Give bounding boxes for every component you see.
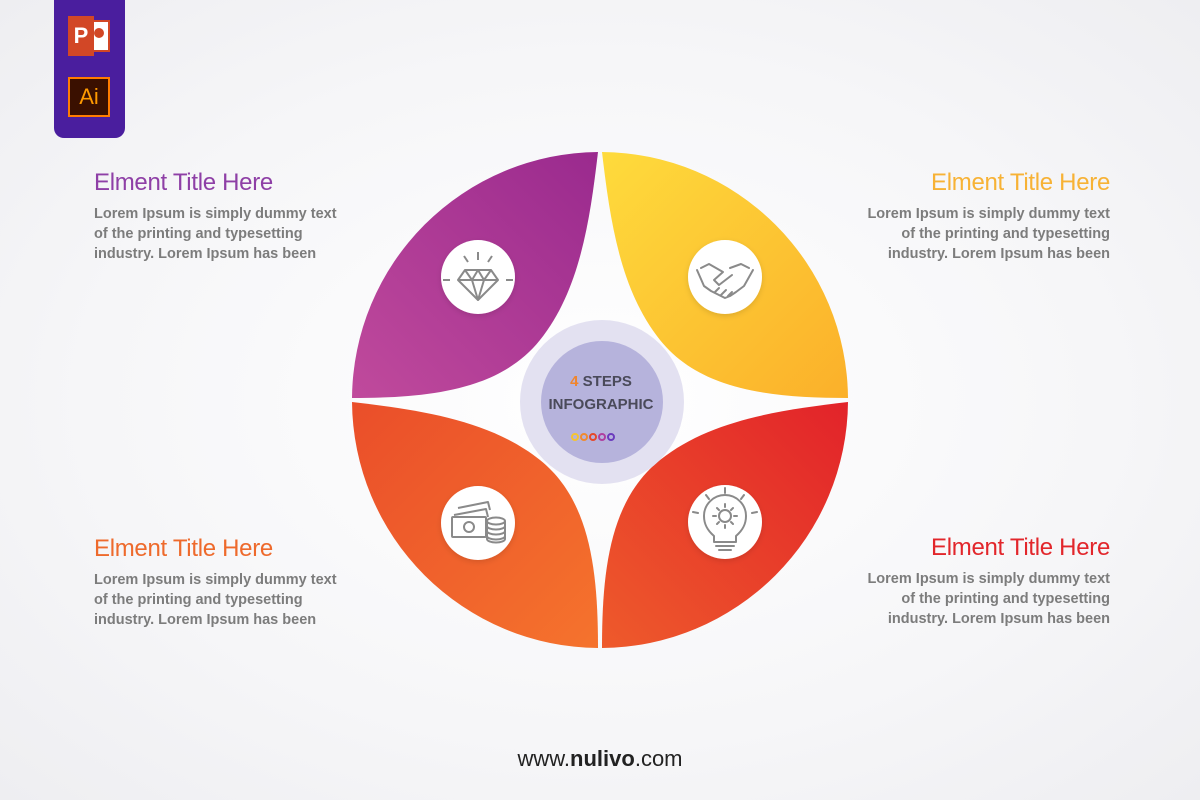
footer-prefix: www. xyxy=(517,746,571,771)
step-3-title: Elment Title Here xyxy=(94,535,273,562)
center-line1: STEPS xyxy=(582,373,632,390)
step-3-text: Lorem Ipsum is simply dummy text of the … xyxy=(94,572,337,628)
center-line2: INFOGRAPHIC xyxy=(548,396,654,413)
illustrator-icon: Ai xyxy=(68,77,110,117)
four-steps-diagram xyxy=(352,152,848,648)
step-1-block: Elment Title Here Lorem Ipsum is simply … xyxy=(94,168,354,264)
step-2-icon-circle xyxy=(688,240,762,314)
step-2-block: Elment Title Here Lorem Ipsum is simply … xyxy=(850,168,1110,264)
center-dot-3 xyxy=(589,433,597,441)
center-label: 4 STEPS INFOGRAPHIC xyxy=(522,370,680,416)
money-icon xyxy=(451,501,506,544)
footer-brand: nulivo xyxy=(570,746,635,771)
lightbulb-gear-icon xyxy=(692,487,758,551)
center-dot-2 xyxy=(580,433,588,441)
powerpoint-icon: P xyxy=(68,16,110,56)
powerpoint-icon-label: P xyxy=(68,16,94,56)
app-badge-panel: P Ai xyxy=(54,0,125,138)
center-dot-4 xyxy=(598,433,606,441)
step-4-block: Elment Title Here Lorem Ipsum is simply … xyxy=(850,533,1110,629)
diamond-icon xyxy=(443,252,513,301)
footer-url: www.nulivo.com xyxy=(0,746,1200,772)
handshake-icon xyxy=(696,263,754,299)
step-2-text: Lorem Ipsum is simply dummy text of the … xyxy=(867,206,1110,262)
step-3-block: Elment Title Here Lorem Ipsum is simply … xyxy=(94,534,354,630)
center-inner-disc xyxy=(541,341,663,463)
step-1-icon-circle xyxy=(441,240,515,314)
step-4-title: Elment Title Here xyxy=(931,534,1110,561)
center-dots xyxy=(571,428,633,441)
center-dot-5 xyxy=(607,433,615,441)
center-dot-1 xyxy=(571,433,579,441)
center-number: 4 xyxy=(570,373,579,390)
footer-suffix: .com xyxy=(634,746,683,771)
step-4-text: Lorem Ipsum is simply dummy text of the … xyxy=(867,571,1110,627)
step-1-text: Lorem Ipsum is simply dummy text of the … xyxy=(94,206,337,262)
step-1-title: Elment Title Here xyxy=(94,169,273,196)
step-2-title: Elment Title Here xyxy=(931,169,1110,196)
